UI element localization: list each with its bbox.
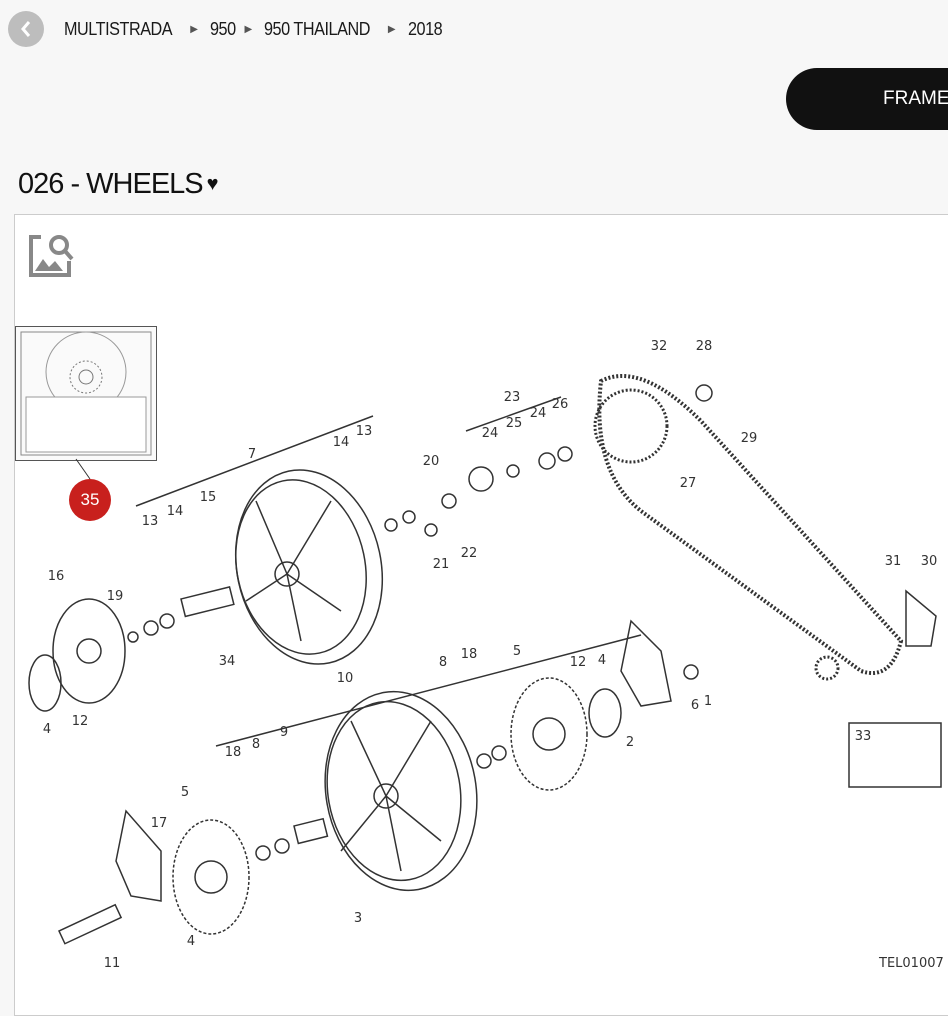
back-button[interactable]: [8, 11, 44, 47]
sub-diagram-thumbnail[interactable]: [15, 326, 157, 461]
callout-label[interactable]: 18: [461, 647, 478, 662]
callout-label[interactable]: 15: [200, 490, 217, 505]
chevron-right-icon: ▶: [190, 23, 198, 35]
callout-label[interactable]: 28: [696, 339, 713, 354]
breadcrumb-item-version[interactable]: 950: [209, 18, 236, 39]
section-title: 026 - WHEELS: [18, 168, 204, 200]
callout-label[interactable]: 24: [530, 406, 547, 421]
callout-label[interactable]: 12: [72, 714, 89, 729]
callout-label[interactable]: 12: [570, 655, 587, 670]
callout-label[interactable]: 4: [187, 934, 195, 949]
callout-label[interactable]: 5: [181, 785, 189, 800]
callout-label[interactable]: 22: [461, 546, 478, 561]
callout-label[interactable]: 18: [225, 745, 242, 760]
callout-label[interactable]: 5: [513, 644, 521, 659]
frame-button[interactable]: FRAME: [786, 68, 948, 130]
callout-label[interactable]: 29: [741, 431, 758, 446]
chevron-right-icon: ▶: [387, 23, 396, 35]
callout-label[interactable]: 24: [482, 426, 499, 441]
callout-label[interactable]: 4: [43, 722, 51, 737]
callout-label[interactable]: 17: [151, 816, 168, 831]
callout-label[interactable]: 6: [691, 698, 699, 713]
callout-label[interactable]: 9: [280, 725, 288, 740]
breadcrumb: MULTISTRADA ▶ 950 ▶ 950 THAILAND ▶ 2018: [8, 11, 446, 47]
front-wheel-drawing: [324, 690, 478, 892]
callout-label[interactable]: 14: [167, 504, 184, 519]
breadcrumb-item-market[interactable]: 950 THAILAND: [264, 18, 371, 39]
breadcrumb-item-year[interactable]: 2018: [407, 18, 443, 39]
diagram-code: TEL01007: [878, 956, 944, 971]
callout-label[interactable]: 4: [598, 653, 606, 668]
callout-label[interactable]: 3: [354, 911, 362, 926]
chevron-left-icon: [21, 21, 31, 37]
callout-label[interactable]: 31: [885, 554, 902, 569]
callout-label[interactable]: 10: [337, 671, 354, 686]
callout-label[interactable]: 8: [439, 655, 447, 670]
callout-label[interactable]: 1: [704, 694, 712, 709]
chain-and-sprocket-drawing: [593, 374, 904, 681]
callout-label[interactable]: 27: [680, 476, 697, 491]
chevron-right-icon: ▶: [244, 23, 253, 35]
callout-label[interactable]: 13: [356, 424, 373, 439]
callout-label[interactable]: 30: [921, 554, 938, 569]
callout-label[interactable]: 26: [552, 397, 569, 412]
callout-label[interactable]: 14: [333, 435, 350, 450]
callout-label[interactable]: 21: [433, 557, 450, 572]
callout-label[interactable]: 33: [855, 729, 872, 744]
callout-label[interactable]: 16: [48, 569, 65, 584]
callout-badge-35[interactable]: 35: [69, 479, 111, 521]
callout-label[interactable]: 23: [504, 390, 521, 405]
callout-label[interactable]: 7: [248, 447, 256, 462]
sprocket-thumbnail-drawing: [20, 331, 152, 456]
callout-label[interactable]: 25: [506, 416, 523, 431]
parts-diagram-panel: 35: [14, 214, 948, 1016]
callout-label[interactable]: 20: [423, 454, 440, 469]
callout-label[interactable]: 32: [651, 339, 668, 354]
image-zoom-icon[interactable]: [27, 231, 75, 279]
rear-wheel-drawing: [234, 469, 384, 665]
callout-label[interactable]: 34: [219, 654, 236, 669]
callout-label[interactable]: 13: [142, 514, 159, 529]
callout-label[interactable]: 19: [107, 589, 124, 604]
page-title[interactable]: 026 - WHEELS ♥: [18, 168, 219, 201]
callout-label[interactable]: 2: [626, 735, 634, 750]
brake-discs-drawing: [28, 598, 622, 935]
callout-label[interactable]: 8: [252, 737, 260, 752]
axles-and-spacers-drawing: [58, 384, 942, 945]
callout-label[interactable]: 11: [104, 956, 121, 971]
heart-icon[interactable]: ♥: [206, 173, 219, 195]
breadcrumb-item-model[interactable]: MULTISTRADA: [64, 18, 173, 39]
